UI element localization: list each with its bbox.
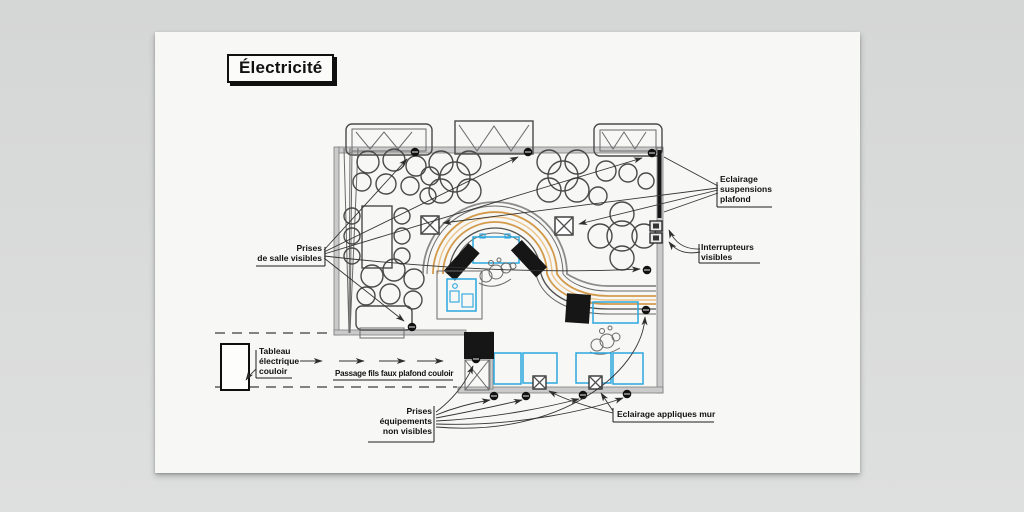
bar-black-module-lower [564, 293, 591, 324]
label-eclairage-suspensions: Eclairage suspensions plafond [720, 174, 772, 205]
leaders-tableau [245, 350, 292, 381]
label-eclairage-appliques: Eclairage appliques mur [617, 409, 716, 419]
leaders-prises-equipements [368, 316, 648, 443]
coffee-machine-sketch-upper [478, 257, 517, 287]
bar-equipment [436, 233, 639, 324]
coffee-machine-sketch-lower [589, 325, 621, 355]
bar-black-module-right [510, 240, 548, 278]
label-interrupteurs: Interrupteurs visibles [701, 242, 754, 263]
outlet-dots [407, 147, 657, 401]
ceiling-light-symbols [420, 215, 603, 390]
suspension-rail [657, 150, 662, 218]
paper-sheet [155, 32, 860, 473]
curtain-lines [343, 147, 359, 334]
electrical-panel [220, 343, 250, 391]
label-passage-fils: Passage fils faux plafond couloir [335, 369, 454, 378]
corridor-dashed-lines [215, 332, 457, 388]
title-box: Électricité [227, 54, 335, 83]
page-title: Électricité [239, 58, 323, 77]
passage-arrows [300, 358, 453, 381]
window-bays [345, 120, 663, 157]
wall-switches [649, 220, 663, 244]
leaders-suspensions [442, 156, 772, 225]
label-prises-salle: Prises de salle visibles [257, 243, 322, 264]
leaders-appliques [548, 390, 714, 423]
label-prises-equipements: Prises équipements non visibles [379, 406, 432, 437]
leaders-interrupteurs [668, 229, 760, 264]
tables-and-chairs [343, 148, 657, 339]
service-shaft [464, 332, 494, 391]
label-tableau-electrique: Tableau électrique couloir [259, 346, 300, 377]
leaders-prises-salle [256, 156, 643, 322]
